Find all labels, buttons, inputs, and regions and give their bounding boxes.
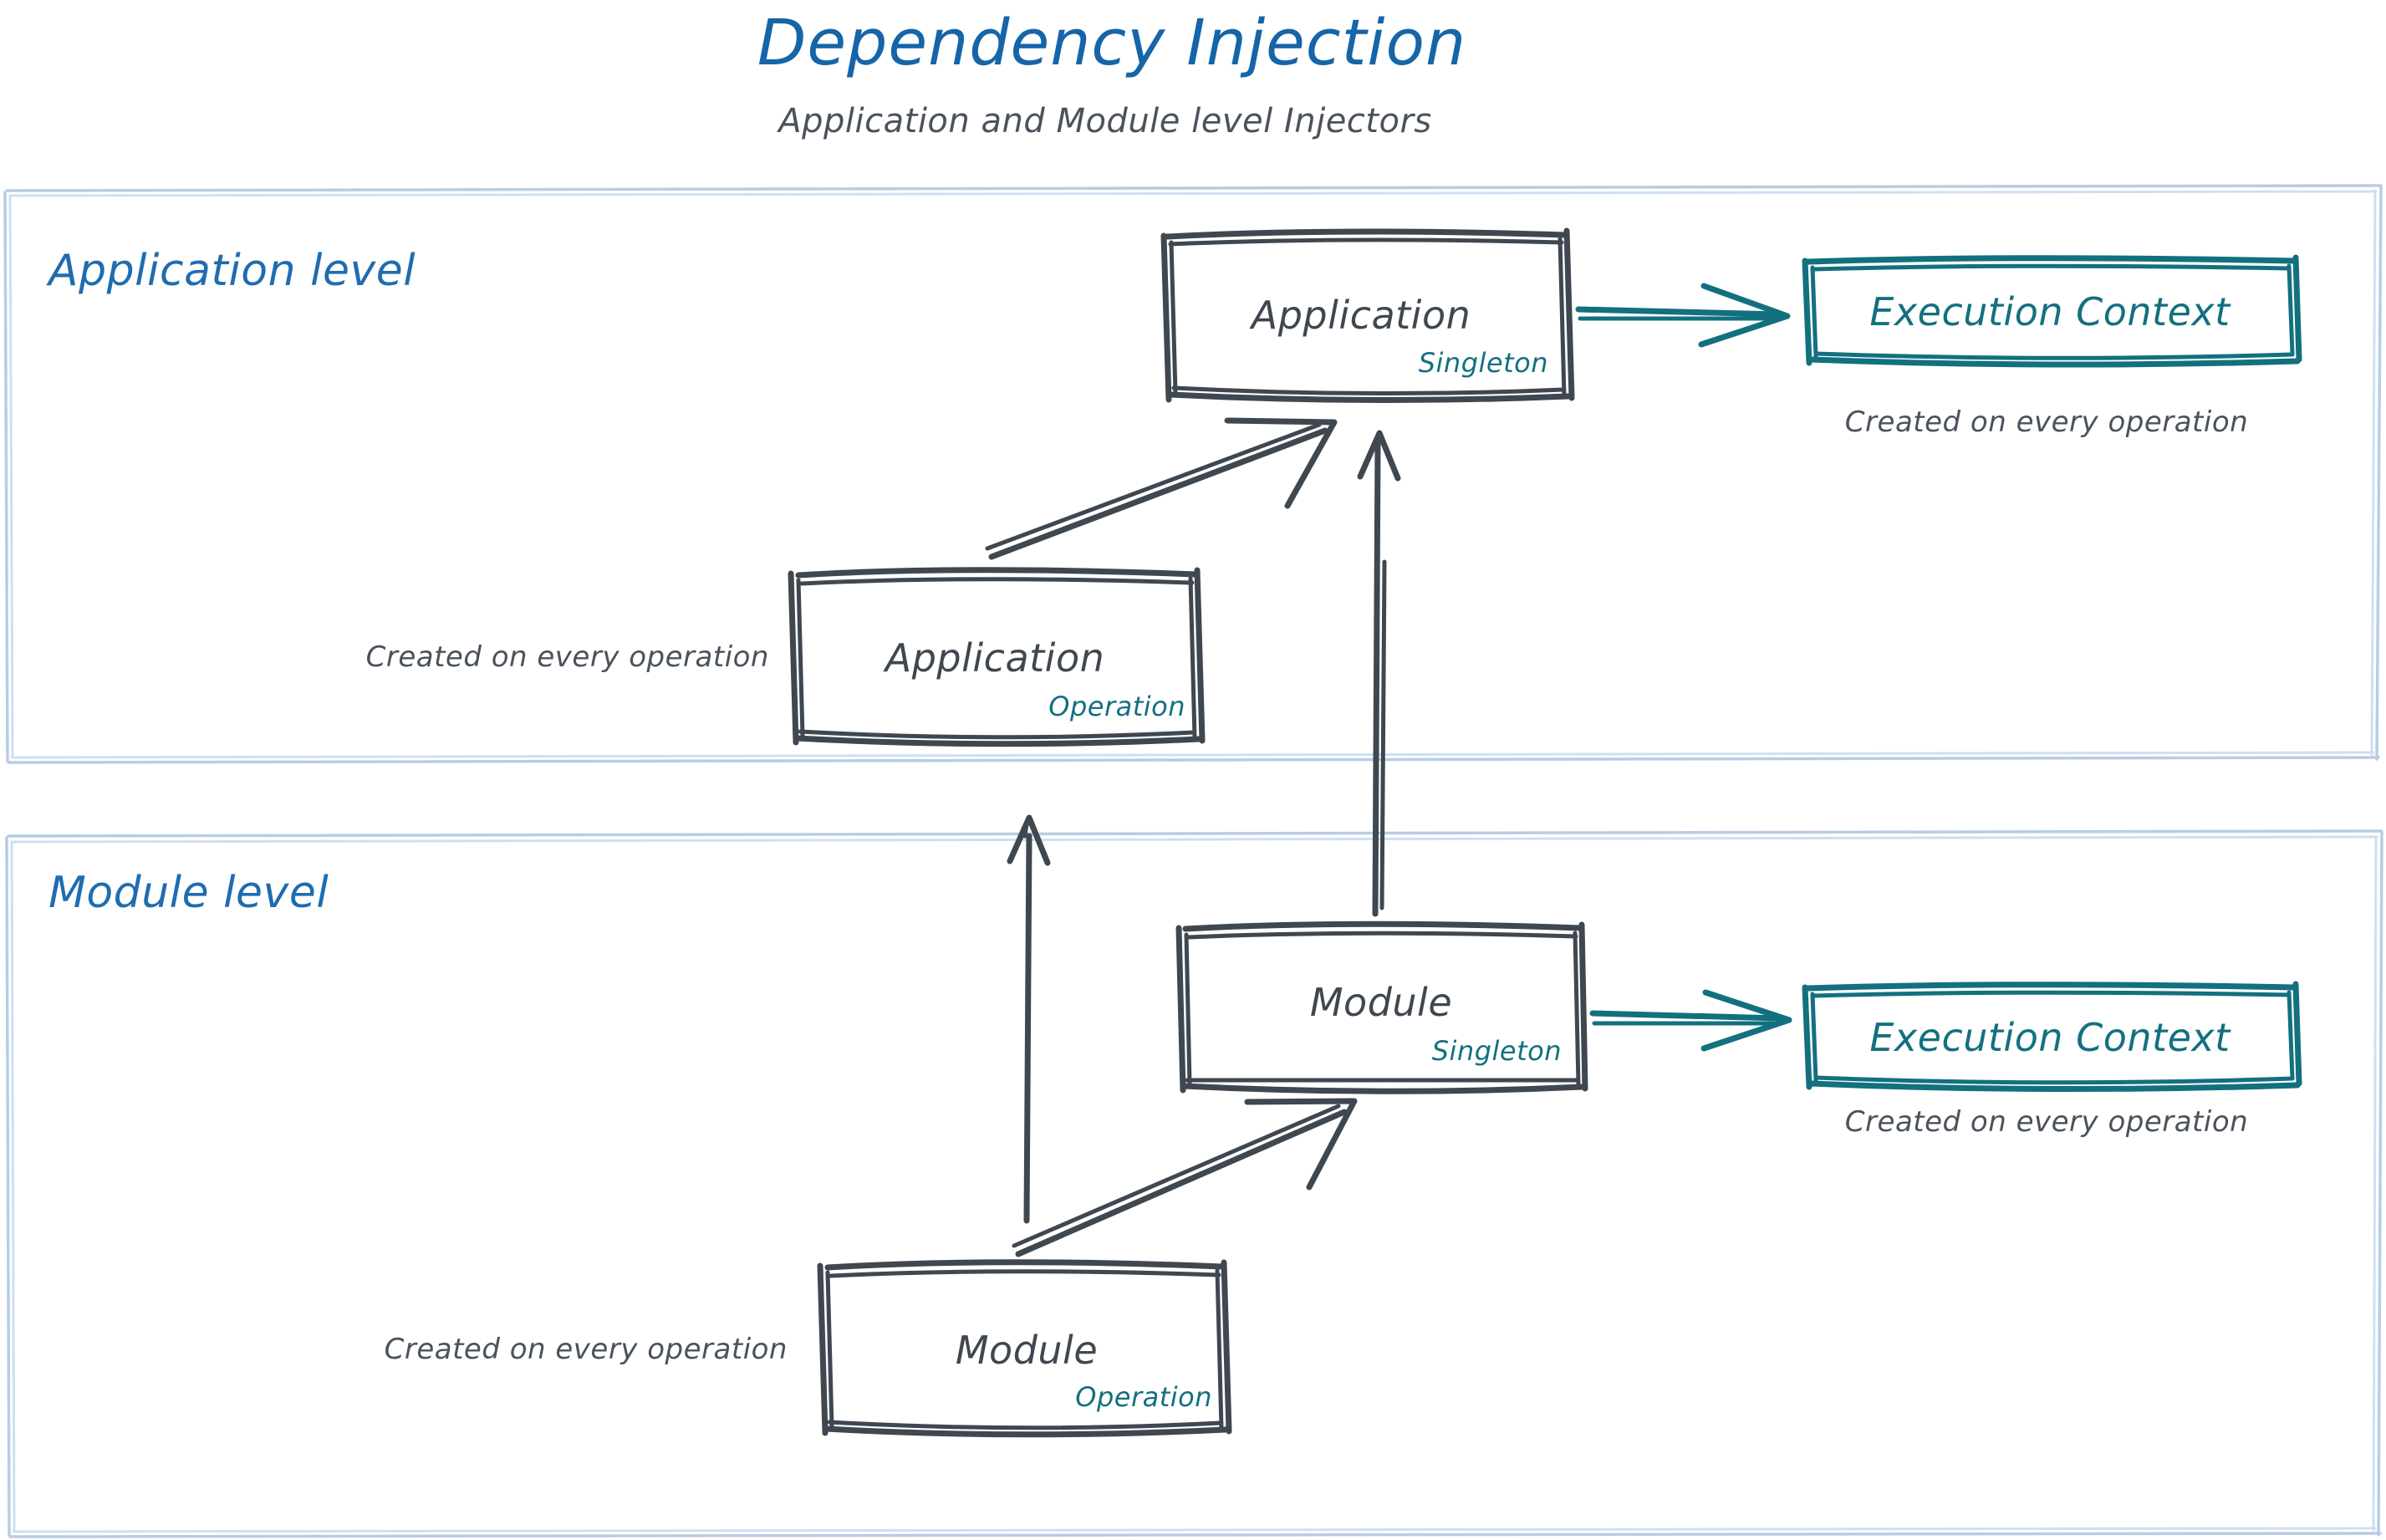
application-operation-badge: Operation bbox=[1048, 691, 1185, 722]
module-operation-caption: Created on every operation bbox=[384, 1333, 788, 1366]
application-execution-context-title: Execution Context bbox=[1869, 289, 2231, 334]
module-execution-context-title: Execution Context bbox=[1869, 1015, 2231, 1060]
section-label-module-level: Module level bbox=[48, 868, 329, 918]
arrow-module-singleton-to-exec-ctx bbox=[1589, 989, 1792, 1052]
application-operation-box[interactable] bbox=[788, 567, 1206, 747]
module-execution-context-box[interactable] bbox=[1802, 981, 2302, 1093]
application-singleton-title: Application bbox=[1251, 293, 1471, 338]
arrow-module-operation-to-module-singleton bbox=[1012, 1098, 1358, 1257]
application-operation-caption: Created on every operation bbox=[365, 640, 769, 674]
page-title: Dependency Injection bbox=[757, 5, 1467, 79]
application-singleton-badge: Singleton bbox=[1418, 347, 1548, 379]
arrow-module-operation-to-application-level bbox=[1007, 814, 1051, 1224]
application-level-container bbox=[3, 184, 2383, 764]
arrow-app-singleton-to-exec-ctx bbox=[1575, 283, 1791, 348]
arrow-module-singleton-to-app-singleton bbox=[1357, 430, 1401, 917]
application-operation-title: Application bbox=[885, 635, 1105, 681]
module-singleton-title: Module bbox=[1309, 980, 1453, 1025]
module-operation-badge: Operation bbox=[1075, 1381, 1212, 1413]
application-execution-context-caption: Created on every operation bbox=[1844, 405, 2249, 439]
module-singleton-badge: Singleton bbox=[1431, 1035, 1562, 1067]
page-subtitle: Application and Module level Injectors bbox=[778, 102, 1432, 140]
application-execution-context-box[interactable] bbox=[1802, 254, 2302, 368]
module-execution-context-caption: Created on every operation bbox=[1844, 1105, 2249, 1139]
section-label-application-level: Application level bbox=[48, 246, 416, 296]
arrow-app-operation-to-app-singleton bbox=[985, 417, 1338, 560]
module-level-container bbox=[5, 829, 2383, 1538]
module-operation-title: Module bbox=[955, 1328, 1099, 1373]
application-singleton-box[interactable] bbox=[1160, 227, 1575, 404]
module-singleton-box[interactable] bbox=[1175, 920, 1588, 1094]
module-operation-box[interactable] bbox=[817, 1259, 1232, 1438]
